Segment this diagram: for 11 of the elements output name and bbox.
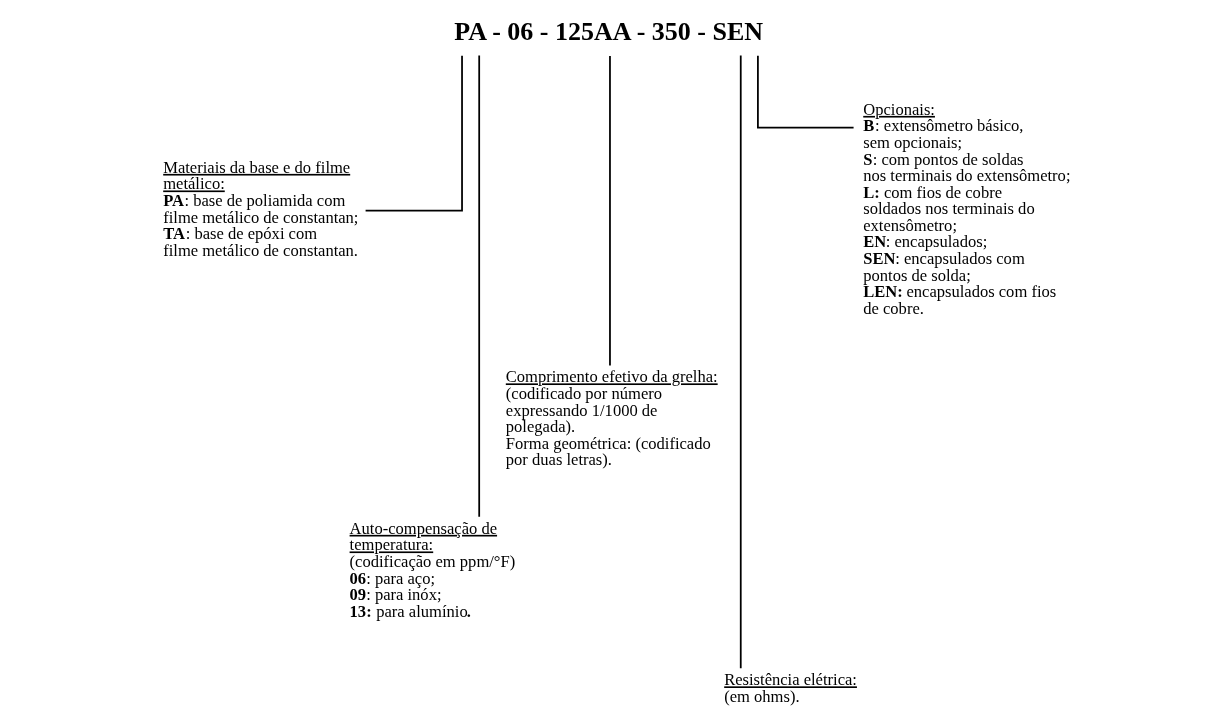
node-text: Opcionais: B: extensômetro básico, sem opcionais; S: com pontos de soldas nos terminais do extensômetro; L: com fios de cobre soldados nos terminais do extensômetro; EN: encapsulados; SEN: encapsulados com pontos de solda; LEN: encapsulados com fios de cobre. [863,99,1071,318]
connector [478,54,481,518]
connector [739,54,742,670]
connector [364,54,463,212]
connector [609,55,611,367]
node-text: PA - 06 - 125AA - 350 - SEN [454,16,764,46]
node-text: Auto-compensação de temperatura: (codificação em ppm/°F) 06: para aço; 09: para inóx; 13: para alumínio. [349,518,516,621]
node-text: Comprimento efetivo da grelha: (codificado por número expressando 1/1000 de polegada). Forma geométrica: (codificado por duas letras). [505,367,718,470]
node-text: Resistência elétrica: (em ohms). [724,670,857,706]
node-text: Materiais da base e do filme metálico: PA: base de poliamida com filme metálico de constantan; TA: base de epóxi com filme metálico de constantan. [163,157,359,260]
connector [757,54,855,129]
